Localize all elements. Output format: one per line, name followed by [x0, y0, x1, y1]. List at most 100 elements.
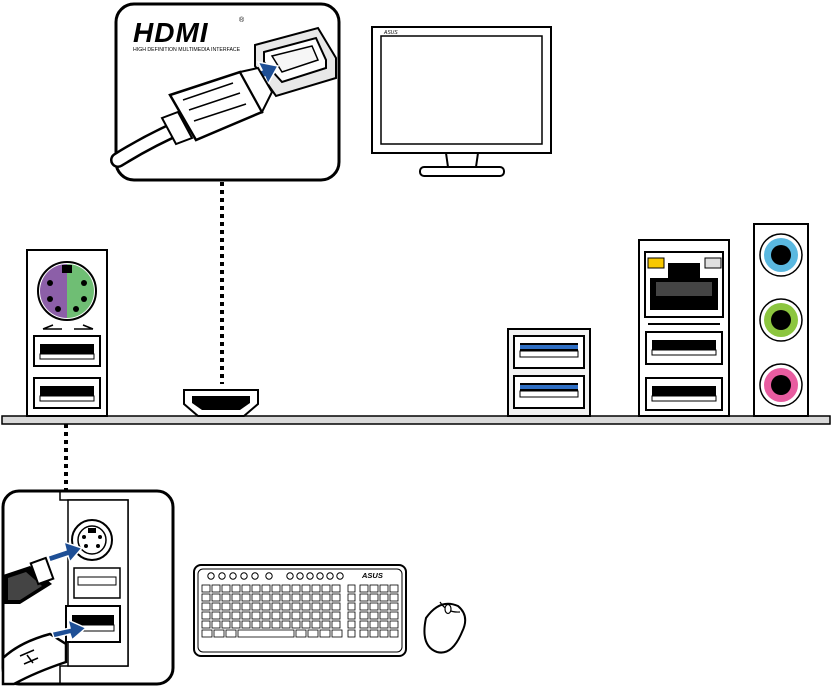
keyboard-key — [242, 612, 250, 619]
keyboard-key — [390, 603, 398, 610]
keyboard-key — [348, 612, 355, 619]
media-button — [327, 573, 333, 579]
callout-ps2-socket — [72, 520, 112, 560]
keyboard-key — [202, 630, 212, 637]
keyboard-key — [322, 621, 330, 628]
lan-port — [645, 252, 723, 317]
keyboard-key — [370, 630, 378, 637]
media-button — [297, 573, 303, 579]
callout-usb-socket-top — [74, 568, 120, 598]
keyboard-key — [380, 612, 388, 619]
keyboard-key — [202, 621, 210, 628]
keyboard-key — [262, 585, 270, 592]
keyboard-key — [380, 594, 388, 601]
media-button — [266, 573, 272, 579]
keyboard-key — [212, 612, 220, 619]
keyboard-key — [360, 630, 368, 637]
keyboard-key — [242, 585, 250, 592]
keyboard-key — [222, 603, 230, 610]
keyboard-key — [380, 621, 388, 628]
keyboard-key — [332, 630, 342, 637]
hdmi-tagline: HIGH DEFINITION MULTIMEDIA INTERFACE — [133, 47, 241, 53]
usb-port-lan-bottom — [646, 378, 722, 410]
keyboard-key — [302, 585, 310, 592]
keyboard-key — [302, 603, 310, 610]
keyboard-key — [360, 612, 368, 619]
keyboard-key — [262, 594, 270, 601]
keyboard-key — [348, 603, 355, 610]
keyboard-key — [226, 630, 236, 637]
ps2-combo-port — [38, 262, 96, 320]
keyboard-key — [202, 612, 210, 619]
keyboard-key — [222, 594, 230, 601]
hdmi-callout: HDMI ® HIGH DEFINITION MULTIMEDIA INTERF… — [116, 4, 339, 180]
hdmi-port — [184, 390, 258, 416]
keyboard-key — [282, 612, 290, 619]
keyboard-key — [370, 594, 378, 601]
keyboard-key — [332, 621, 340, 628]
keyboard-key — [322, 612, 330, 619]
media-button — [208, 573, 214, 579]
keyboard-key — [202, 594, 210, 601]
keyboard-key — [302, 612, 310, 619]
keyboard-key — [360, 621, 368, 628]
media-button — [219, 573, 225, 579]
usb2-port-top — [34, 336, 100, 366]
keyboard-brand: ASUS — [361, 571, 383, 580]
keyboard-key — [390, 630, 398, 637]
keyboard-key — [232, 612, 240, 619]
keyboard-key — [370, 621, 378, 628]
keyboard-key — [360, 603, 368, 610]
keyboard-key — [370, 612, 378, 619]
keyboard-key — [380, 603, 388, 610]
keyboard-key — [272, 594, 280, 601]
keyboard-key — [222, 612, 230, 619]
keyboard-key — [252, 603, 260, 610]
keyboard-key — [312, 621, 320, 628]
mouse-icon — [424, 602, 465, 653]
keyboard-key — [322, 603, 330, 610]
keyboard-key — [348, 594, 355, 601]
media-button — [252, 573, 258, 579]
media-button — [287, 573, 293, 579]
keyboard-key — [332, 594, 340, 601]
keyboard-key — [242, 621, 250, 628]
keyboard-key — [232, 603, 240, 610]
monitor-brand: ASUS — [383, 30, 398, 36]
keyboard-key — [370, 603, 378, 610]
usb3-stack — [508, 329, 590, 416]
usb2-port-bottom — [34, 378, 100, 408]
lan-led-activity — [648, 258, 664, 268]
keyboard-key — [380, 585, 388, 592]
keyboard-key — [360, 594, 368, 601]
keyboard-key — [232, 585, 240, 592]
keyboard-key — [390, 612, 398, 619]
ps2-usb-callout — [3, 491, 173, 684]
ps2-usb-stack — [27, 250, 107, 416]
keyboard-key — [348, 621, 355, 628]
keyboard-key — [292, 594, 300, 601]
keyboard-key — [312, 594, 320, 601]
keyboard-icon: ASUS — [194, 565, 406, 656]
lan-usb-stack — [639, 240, 729, 416]
audio-line-in-jack — [760, 234, 802, 276]
keyboard-key — [308, 630, 318, 637]
keyboard-key — [390, 594, 398, 601]
monitor-icon: ASUS — [372, 27, 551, 176]
media-button — [317, 573, 323, 579]
keyboard-key — [322, 585, 330, 592]
keyboard-key — [214, 630, 224, 637]
media-button — [307, 573, 313, 579]
media-button — [337, 573, 343, 579]
keyboard-key — [360, 585, 368, 592]
rear-panel-bar — [2, 416, 830, 424]
audio-mic-jack — [760, 364, 802, 406]
keyboard-key — [292, 621, 300, 628]
keyboard-key — [370, 585, 378, 592]
keyboard-key — [348, 630, 355, 637]
keyboard-key — [302, 621, 310, 628]
keyboard-key — [272, 585, 280, 592]
keyboard-key — [238, 630, 294, 637]
keyboard-key — [262, 603, 270, 610]
